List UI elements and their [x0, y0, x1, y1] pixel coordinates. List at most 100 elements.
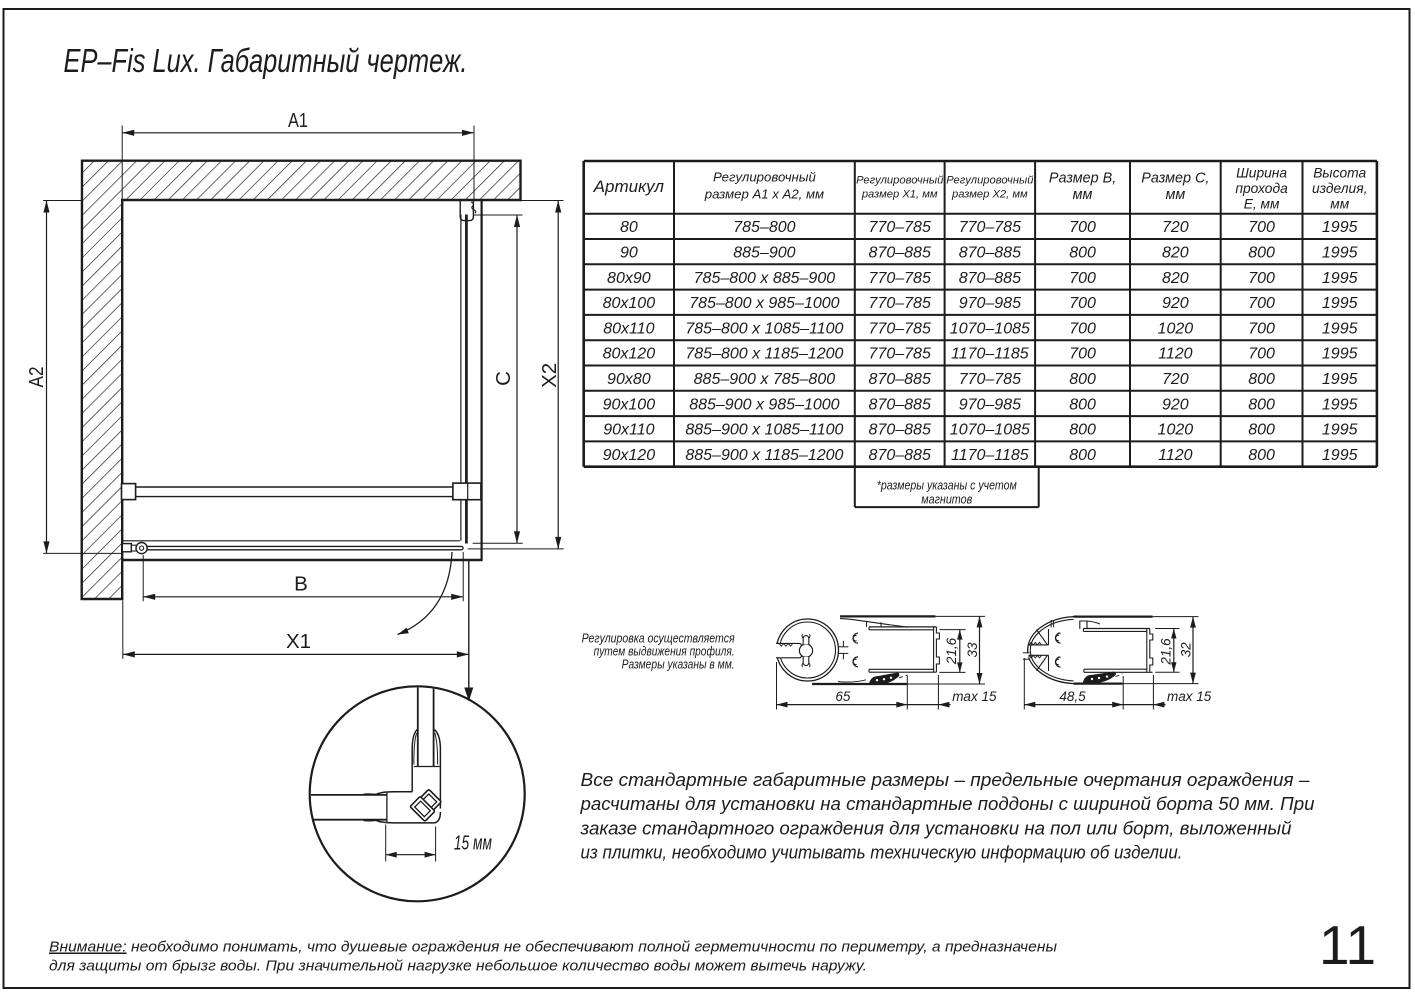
svg-text:770–785: 770–785 [869, 346, 931, 363]
svg-text:800: 800 [1069, 396, 1096, 413]
svg-text:магнитов: магнитов [921, 492, 972, 507]
svg-text:размер Х2, мм: размер Х2, мм [951, 189, 1028, 201]
svg-text:1995: 1995 [1322, 320, 1358, 337]
svg-text:размер А1 х А2, мм: размер А1 х А2, мм [704, 187, 824, 202]
svg-text:11: 11 [1319, 914, 1376, 976]
svg-text:770–785: 770–785 [959, 219, 1021, 236]
svg-text:Все стандартные габаритные раз: Все стандартные габаритные размеры – пре… [581, 770, 1311, 790]
svg-text:770–785: 770–785 [959, 371, 1021, 388]
svg-text:80х90: 80х90 [607, 270, 651, 287]
svg-text:65: 65 [835, 689, 851, 704]
svg-text:1070–1085: 1070–1085 [950, 422, 1030, 439]
svg-text:Размеры указаны в мм.: Размеры указаны в мм. [622, 657, 735, 672]
svg-text:*размеры указаны с учетом: *размеры указаны с учетом [877, 478, 1017, 493]
svg-text:max 15: max 15 [952, 689, 997, 704]
svg-text:max 15: max 15 [1167, 689, 1212, 704]
svg-text:Размер С,: Размер С, [1141, 171, 1209, 187]
svg-text:1995: 1995 [1322, 422, 1358, 439]
svg-text:785–800: 785–800 [733, 219, 795, 236]
svg-text:80х110: 80х110 [603, 320, 654, 337]
svg-text:720: 720 [1162, 219, 1189, 236]
svg-text:785–800 х 985–1000: 785–800 х 985–1000 [689, 295, 839, 312]
svg-text:785–800 х 885–900: 785–800 х 885–900 [694, 270, 836, 287]
svg-text:1170–1185: 1170–1185 [951, 346, 1029, 363]
svg-text:мм: мм [1073, 187, 1093, 203]
svg-text:прохода: прохода [1235, 181, 1288, 196]
svg-text:путем выдвижения профиля.: путем выдвижения профиля. [594, 644, 735, 659]
svg-text:800: 800 [1248, 244, 1275, 261]
svg-text:1995: 1995 [1322, 396, 1358, 413]
svg-text:X1: X1 [286, 630, 311, 653]
svg-text:885–900 х 785–800: 885–900 х 785–800 [694, 371, 836, 388]
svg-text:885–900 х 985–1000: 885–900 х 985–1000 [689, 396, 839, 413]
svg-text:770–785: 770–785 [869, 295, 931, 312]
svg-text:21,6: 21,6 [944, 637, 959, 665]
svg-text:изделия,: изделия, [1312, 181, 1367, 196]
svg-text:размер Х1, мм: размер Х1, мм [861, 189, 938, 201]
svg-text:800: 800 [1069, 371, 1096, 388]
svg-text:расчитаны для установки на ста: расчитаны для установки на стандартные п… [579, 794, 1314, 814]
svg-text:21,6: 21,6 [1159, 638, 1174, 666]
svg-text:90х80: 90х80 [607, 371, 651, 388]
svg-text:C: C [492, 371, 515, 386]
svg-text:700: 700 [1248, 320, 1275, 337]
svg-text:820: 820 [1162, 270, 1189, 287]
svg-text:885–900: 885–900 [733, 244, 795, 261]
svg-text:800: 800 [1248, 422, 1275, 439]
svg-text:870–885: 870–885 [869, 244, 931, 261]
svg-text:770–785: 770–785 [869, 320, 931, 337]
svg-text:80х120: 80х120 [603, 346, 656, 363]
svg-text:1995: 1995 [1322, 295, 1358, 312]
svg-text:920: 920 [1162, 295, 1189, 312]
svg-text:920: 920 [1162, 396, 1189, 413]
svg-text:90: 90 [620, 244, 638, 261]
svg-text:700: 700 [1069, 270, 1096, 287]
svg-text:1995: 1995 [1322, 447, 1358, 464]
svg-text:32: 32 [1179, 642, 1194, 658]
svg-text:EP–Fis Lux. Габаритный чертеж.: EP–Fis Lux. Габаритный чертеж. [64, 42, 468, 79]
svg-text:мм: мм [1165, 187, 1185, 203]
svg-text:885–900 х 1185–1200: 885–900 х 1185–1200 [685, 447, 843, 464]
svg-text:A2: A2 [25, 367, 48, 388]
svg-text:Высота: Высота [1313, 166, 1366, 181]
svg-text:Регулировочный: Регулировочный [946, 174, 1033, 186]
svg-text:770–785: 770–785 [869, 270, 931, 287]
svg-text:из плитки, необходимо учитыват: из плитки, необходимо учитывать техничес… [581, 843, 1183, 863]
svg-text:700: 700 [1069, 219, 1096, 236]
svg-text:1120: 1120 [1158, 447, 1193, 464]
svg-text:Регулировочный: Регулировочный [856, 174, 943, 186]
svg-text:870–885: 870–885 [869, 396, 931, 413]
svg-text:800: 800 [1248, 396, 1275, 413]
svg-text:800: 800 [1069, 244, 1096, 261]
svg-text:15 мм: 15 мм [454, 833, 492, 855]
svg-text:1995: 1995 [1322, 346, 1358, 363]
svg-text:Ширина: Ширина [1236, 166, 1287, 181]
svg-text:90х100: 90х100 [603, 396, 656, 413]
svg-text:1995: 1995 [1322, 219, 1358, 236]
svg-text:33: 33 [965, 642, 980, 658]
svg-text:970–985: 970–985 [959, 295, 1021, 312]
svg-text:1995: 1995 [1322, 244, 1358, 261]
svg-text:785–800 х 1185–1200: 785–800 х 1185–1200 [685, 346, 843, 363]
svg-text:мм: мм [1330, 197, 1349, 212]
svg-text:800: 800 [1069, 447, 1096, 464]
svg-text:80: 80 [620, 219, 638, 236]
svg-text:700: 700 [1069, 346, 1096, 363]
svg-text:1120: 1120 [1158, 346, 1193, 363]
svg-text:970–985: 970–985 [959, 396, 1021, 413]
svg-text:Артикул: Артикул [593, 177, 665, 196]
svg-text:885–900 х 1085–1100: 885–900 х 1085–1100 [685, 422, 843, 439]
svg-text:870–885: 870–885 [869, 447, 931, 464]
svg-text:Регулировка осуществляется: Регулировка осуществляется [582, 631, 735, 646]
svg-text:720: 720 [1162, 371, 1189, 388]
svg-text:B: B [294, 573, 308, 596]
svg-text:700: 700 [1069, 295, 1096, 312]
svg-text:1995: 1995 [1322, 371, 1358, 388]
svg-text:700: 700 [1248, 270, 1275, 287]
svg-text:A1: A1 [288, 109, 308, 132]
svg-text:Размер В,: Размер В, [1049, 171, 1116, 187]
svg-text:870–885: 870–885 [959, 270, 1021, 287]
svg-text:заказе стандартного ограждения: заказе стандартного ограждения для устан… [579, 818, 1291, 838]
svg-text:для защиты от брызг воды. При: для защиты от брызг воды. При значительн… [49, 958, 867, 975]
svg-text:1020: 1020 [1158, 320, 1194, 337]
